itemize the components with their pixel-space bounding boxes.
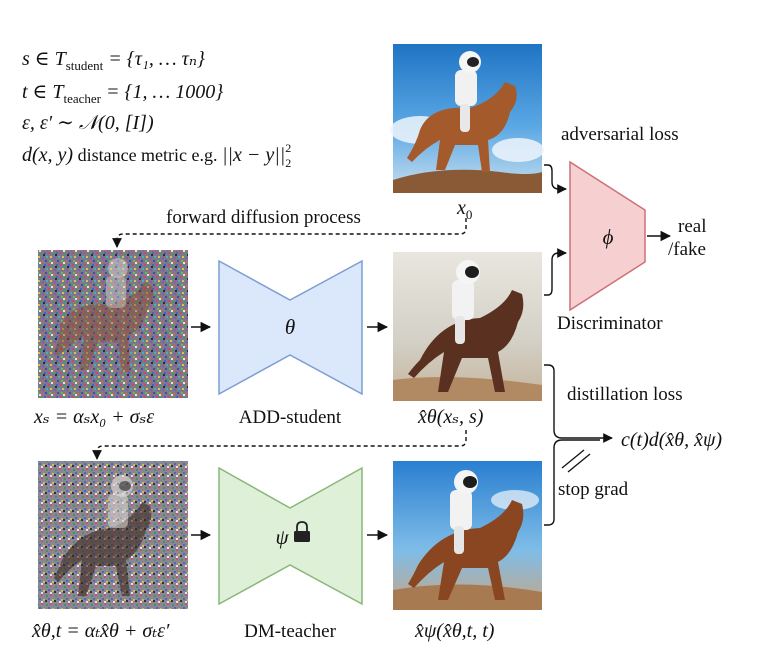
def-noise-distribution: ε, ε′ ∼ 𝒩(0, [I]) bbox=[22, 112, 154, 134]
discriminator-network bbox=[569, 160, 646, 312]
def-student-timesteps: s ∈ Tstudent = {τ₁, … τₙ} bbox=[22, 48, 205, 73]
phi-label: ϕ bbox=[603, 225, 614, 249]
adversarial-loss-label: adversarial loss bbox=[561, 124, 679, 145]
stop-grad-label: stop grad bbox=[558, 479, 629, 500]
xhat-psi-label: x̂ψ(x̂θ,t, t) bbox=[414, 620, 495, 642]
theta-label: θ bbox=[285, 315, 295, 339]
dm-teacher-network bbox=[218, 466, 363, 606]
add-student-network bbox=[218, 259, 363, 396]
noisy-image-xt bbox=[38, 461, 188, 609]
xhat-theta-label: x̂θ(xₛ, s) bbox=[417, 406, 484, 428]
add-student-label: ADD-student bbox=[239, 407, 342, 428]
arrow-student-to-distillation bbox=[544, 364, 613, 443]
xs-equation: xₛ = αₛx₀ + σₛε bbox=[33, 406, 154, 428]
xtheta-t-equation: x̂θ,t = αₜx̂θ + σₜε′ bbox=[31, 620, 170, 642]
distillation-loss-label: distillation loss bbox=[567, 384, 683, 405]
lock-icon bbox=[294, 521, 310, 542]
arrow-teacher-to-distillation bbox=[544, 439, 600, 526]
teacher-output-image bbox=[393, 461, 542, 610]
definitions: s ∈ Tstudent = {τ₁, … τₙ} t ∈ Tteacher =… bbox=[22, 48, 291, 170]
student-output-image bbox=[393, 252, 542, 401]
astronaut-horse-image-x0 bbox=[390, 44, 544, 193]
dm-teacher-label: DM-teacher bbox=[244, 621, 336, 642]
x0-label: x0 bbox=[456, 197, 472, 222]
fake-label: /fake bbox=[668, 239, 706, 260]
psi-label: ψ bbox=[275, 525, 289, 549]
stop-grad-slash-2 bbox=[567, 453, 591, 473]
discriminator-label: Discriminator bbox=[557, 313, 663, 334]
noisy-image-xs bbox=[38, 250, 188, 398]
real-label: real bbox=[678, 216, 706, 237]
stop-grad-slash-1 bbox=[561, 449, 585, 469]
distillation-equation: c(t)d(x̂θ, x̂ψ) bbox=[621, 429, 722, 451]
noise-student-output-arrow bbox=[92, 430, 467, 460]
arrow-student-to-discriminator bbox=[544, 248, 567, 296]
forward-diffusion-label: forward diffusion process bbox=[166, 207, 361, 228]
def-teacher-timesteps: t ∈ Tteacher = {1, … 1000} bbox=[22, 81, 223, 106]
arrow-x0-to-discriminator bbox=[544, 164, 567, 194]
